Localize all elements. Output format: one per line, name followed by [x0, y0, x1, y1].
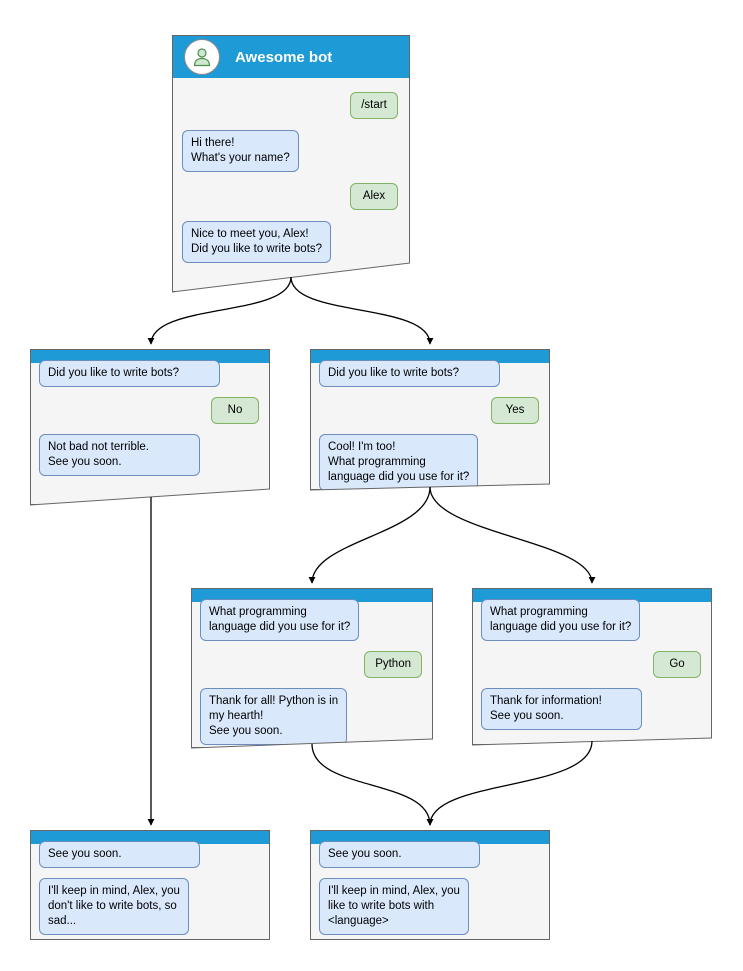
bot-message: Nice to meet you, Alex! Did you like to …: [182, 220, 332, 263]
bot-message: Did you like to write bots?: [39, 360, 220, 387]
message-list: See you soon. I'll keep in mind, Alex, y…: [311, 841, 549, 935]
message-list: What programming language did you use fo…: [473, 599, 711, 730]
message-list: Did you like to write bots? Yes Cool! I'…: [311, 360, 549, 490]
window-header: [311, 831, 549, 844]
bot-message: Did you like to write bots?: [319, 360, 500, 387]
person-icon: [193, 48, 211, 67]
connector-yes-to-python: [308, 486, 431, 584]
connector-main-to-yes: [290, 276, 434, 345]
window-header: [473, 589, 711, 602]
user-message: Alex: [350, 182, 398, 210]
bot-message: Not bad not terrible. See you soon.: [39, 433, 200, 476]
bot-message: See you soon.: [39, 841, 200, 868]
message-list: /start Hi there! What's your name? Alex …: [173, 78, 409, 277]
message-list: Did you like to write bots? No Not bad n…: [31, 360, 269, 476]
bot-message: See you soon.: [319, 841, 480, 868]
chat-window-no-branch: Did you like to write bots? No Not bad n…: [30, 349, 270, 505]
bot-message: Hi there! What's your name?: [182, 129, 299, 172]
chat-window-python-branch: What programming language did you use fo…: [191, 588, 433, 748]
avatar: [184, 39, 220, 75]
bot-message: I'll keep in mind, Alex, you don't like …: [39, 877, 189, 935]
user-message: /start: [350, 92, 398, 119]
message-list: See you soon. I'll keep in mind, Alex, y…: [31, 841, 269, 935]
user-message: Go: [653, 650, 701, 678]
bot-message: I'll keep in mind, Alex, you like to wri…: [319, 877, 469, 935]
bot-message: What programming language did you use fo…: [481, 599, 641, 641]
bot-message: Cool! I'm too! What programming language…: [319, 433, 479, 490]
user-message: No: [211, 396, 259, 424]
window-header: [192, 589, 432, 602]
window-header: [31, 350, 269, 363]
bot-message: Thank for information! See you soon.: [481, 687, 642, 730]
connector-python-to-end: [311, 743, 434, 826]
chat-window-end-yes: See you soon. I'll keep in mind, Alex, y…: [310, 830, 550, 940]
window-title: Awesome bot: [235, 48, 333, 66]
connector-go-to-end: [426, 740, 593, 826]
window-header: [31, 831, 269, 844]
user-message: Python: [364, 650, 422, 678]
chat-window-go-branch: What programming language did you use fo…: [472, 588, 712, 745]
window-header: Awesome bot: [173, 36, 409, 78]
user-message: Yes: [491, 396, 539, 424]
chat-window-main: Awesome bot /start Hi there! What's your…: [172, 35, 410, 292]
bot-message: What programming language did you use fo…: [200, 599, 360, 641]
bot-message: Thank for all! Python is in my hearth! S…: [200, 687, 348, 745]
chat-window-yes-branch: Did you like to write bots? Yes Cool! I'…: [310, 349, 550, 490]
connector-yes-to-go: [429, 486, 596, 584]
window-header: [311, 350, 549, 363]
chat-window-end-no: See you soon. I'll keep in mind, Alex, y…: [30, 830, 270, 940]
message-list: What programming language did you use fo…: [192, 599, 432, 745]
